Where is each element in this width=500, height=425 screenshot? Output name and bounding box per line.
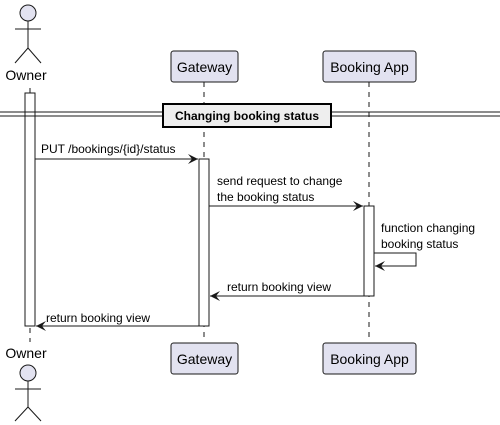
owner-label-bottom: Owner: [5, 345, 47, 361]
message-send-request: send request to change the booking statu…: [209, 174, 363, 211]
booking-app-participant-bottom: Booking App: [322, 342, 417, 375]
owner-actor-bottom: Owner: [5, 345, 47, 422]
booking-app-participant-top: Booking App: [322, 50, 417, 83]
booking-app-label-bottom: Booking App: [330, 351, 409, 367]
message-label-line-2: the booking status: [217, 190, 314, 204]
divider-box: [162, 103, 332, 128]
gateway-label-bottom: Gateway: [177, 351, 232, 367]
message-label-line-2: booking status: [381, 237, 458, 251]
owner-head-bottom: [19, 364, 37, 382]
gateway-activation: [198, 158, 210, 327]
message-label: PUT /bookings/{id}/status: [41, 142, 176, 156]
message-return-view-gateway: return booking view: [210, 280, 364, 301]
gateway-participant-top: Gateway: [170, 50, 239, 83]
message-label: return booking view: [46, 311, 150, 325]
owner-head-top: [19, 4, 37, 22]
divider: Changing booking status: [0, 103, 500, 128]
message-label-line-1: function changing: [381, 221, 475, 235]
gateway-label-top: Gateway: [177, 59, 232, 75]
self-message-loop: [374, 252, 417, 271]
booking-app-activation: [363, 205, 375, 297]
divider-label: Changing booking status: [175, 109, 319, 123]
message-label: return booking view: [227, 280, 331, 294]
message-return-view-owner: return booking view: [36, 311, 199, 331]
message-self-change: function changing booking status: [374, 221, 475, 271]
message-put-status: PUT /bookings/{id}/status: [35, 142, 198, 164]
gateway-participant-bottom: Gateway: [170, 342, 239, 375]
booking-app-label-top: Booking App: [330, 59, 409, 75]
owner-activation: [24, 92, 36, 327]
owner-actor-top: Owner: [5, 4, 47, 83]
owner-label-top: Owner: [5, 67, 47, 83]
message-label-line-1: send request to change: [217, 174, 343, 188]
